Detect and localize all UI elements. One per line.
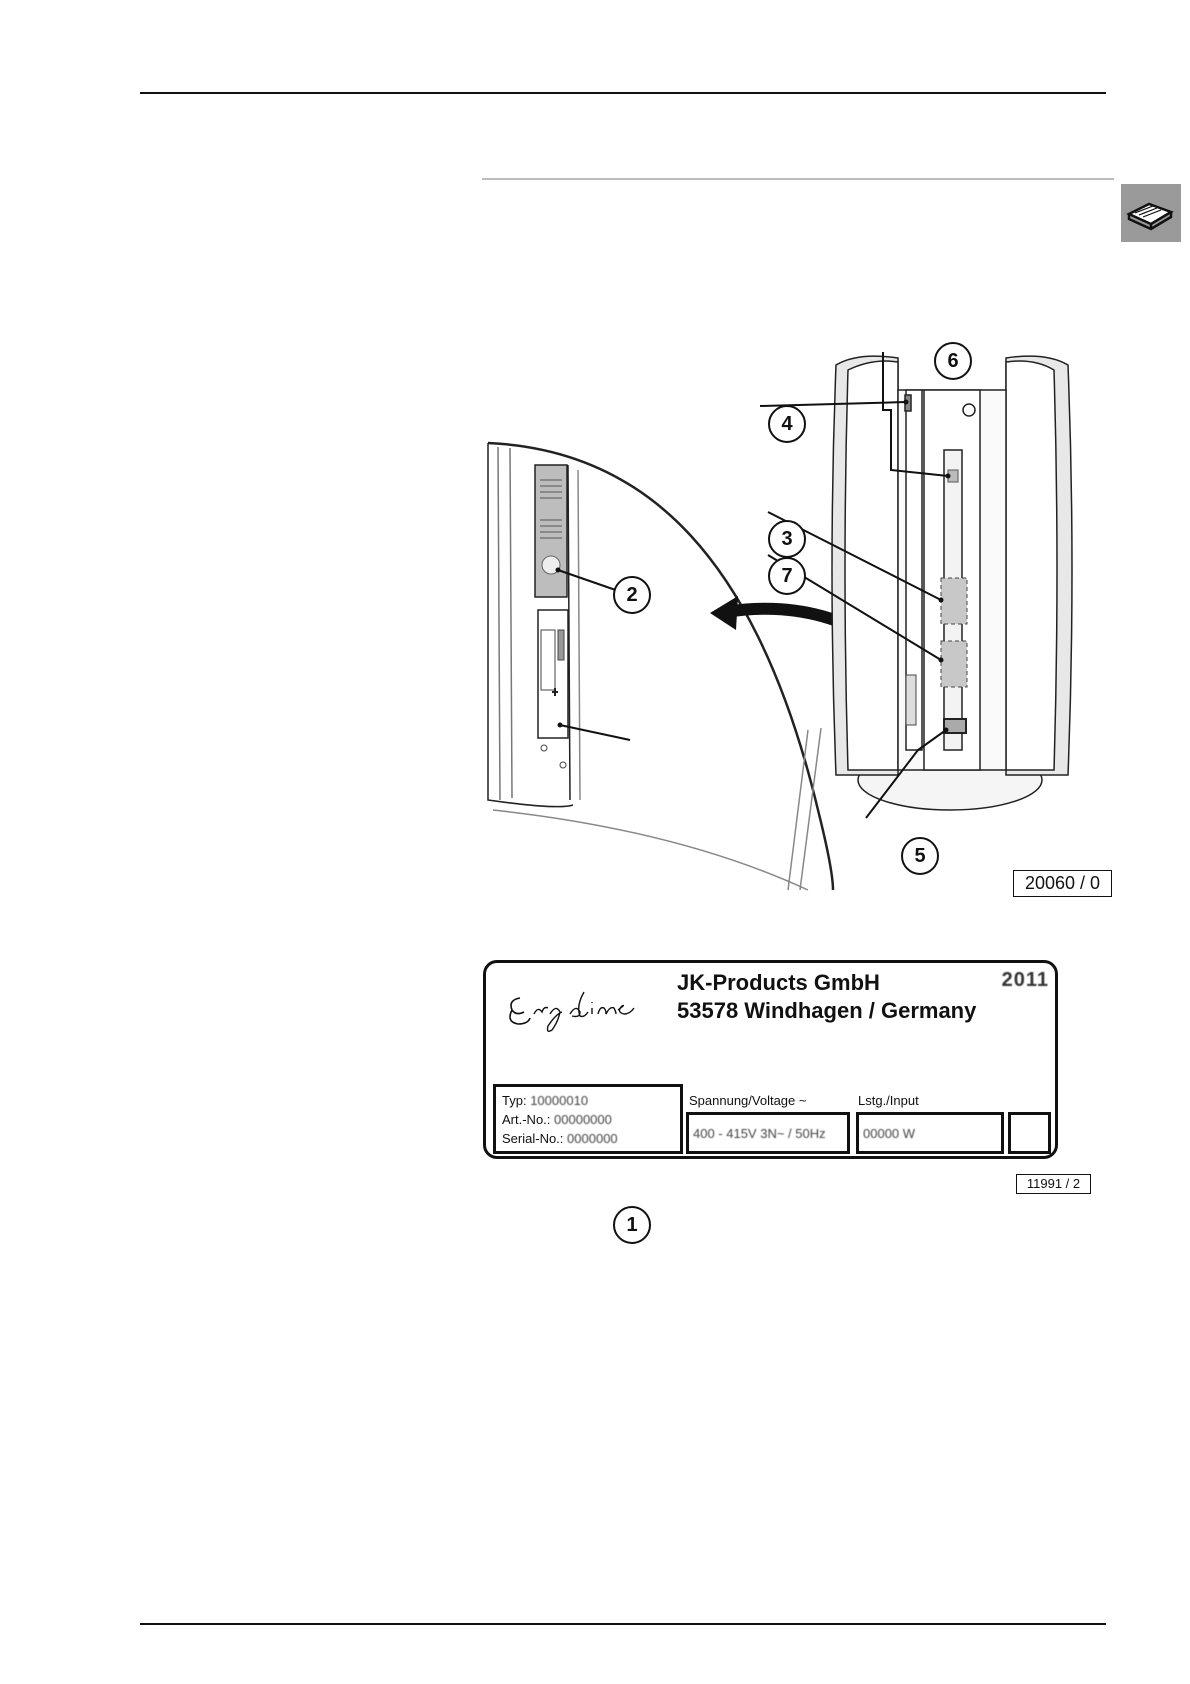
ergoline-logo	[506, 978, 636, 1036]
header-rule	[140, 92, 1106, 94]
callout-2: 2	[613, 576, 651, 614]
callout-4: 4	[768, 405, 806, 443]
input-label: Lstg./Input	[858, 1093, 919, 1108]
empty-box	[1008, 1112, 1051, 1154]
art-value: 00000000	[554, 1112, 612, 1127]
voltage-label: Spannung/Voltage ~	[689, 1093, 806, 1108]
year: 2011	[1002, 969, 1049, 992]
input-box: 00000 W	[856, 1112, 1004, 1154]
voltage-box: 400 - 415V 3N~ / 50Hz	[686, 1112, 850, 1154]
open-book-icon	[1121, 184, 1181, 242]
callout-5: 5	[901, 837, 939, 875]
serial-value: 0000000	[567, 1131, 618, 1146]
typ-value: 10000010	[530, 1093, 588, 1108]
typ-box: Typ: 10000010 Art.-No.: 00000000 Serial-…	[493, 1084, 683, 1154]
callout-6: 6	[934, 342, 972, 380]
company-name: JK-Products GmbH 53578 Windhagen / Germa…	[677, 969, 976, 1025]
callout-3: 3	[768, 520, 806, 558]
manual-tab[interactable]	[1121, 184, 1181, 242]
callout-1: 1	[613, 1206, 651, 1244]
type-plate: JK-Products GmbH 53578 Windhagen / Germa…	[483, 960, 1058, 1159]
footer-rule	[140, 1623, 1106, 1625]
voltage-value: 400 - 415V 3N~ / 50Hz	[693, 1126, 826, 1141]
plate-ref-number: 11991 / 2	[1016, 1174, 1091, 1194]
callout-7: 7	[768, 557, 806, 595]
figure-ref-number: 20060 / 0	[1013, 870, 1112, 897]
section-rule	[482, 178, 1114, 180]
input-value: 00000 W	[863, 1126, 915, 1141]
